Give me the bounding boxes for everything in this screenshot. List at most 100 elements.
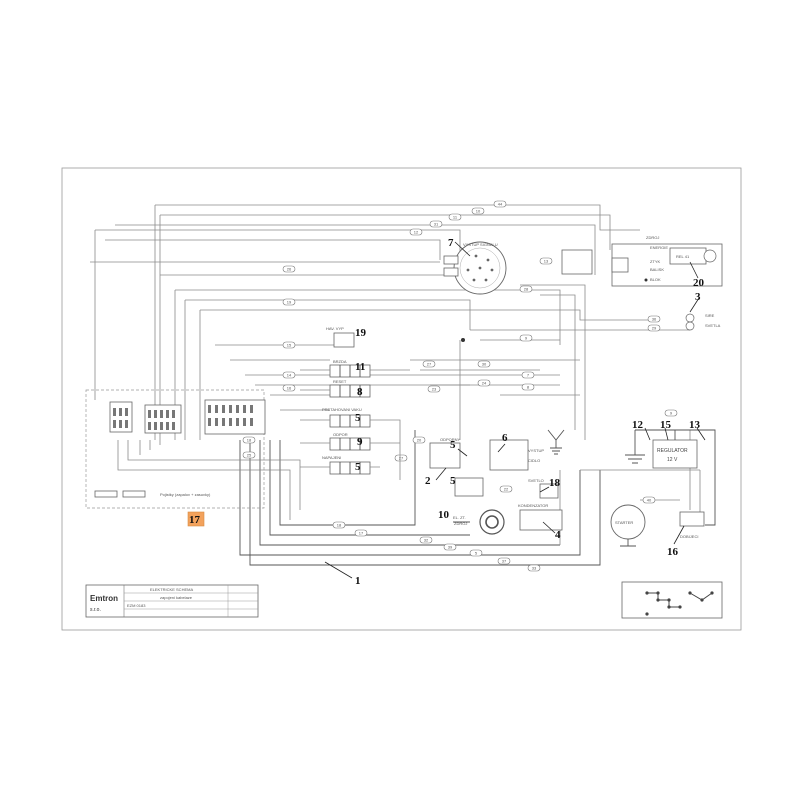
sheet-border bbox=[61, 167, 742, 631]
label-regulator: REGULATOR bbox=[657, 448, 688, 454]
svg-text:ENERGIE: ENERGIE bbox=[650, 245, 668, 250]
svg-text:22: 22 bbox=[504, 487, 509, 492]
label-napajeni: NAPAJENI bbox=[322, 455, 341, 460]
callout-5b: 5 bbox=[355, 461, 361, 473]
svg-text:37: 37 bbox=[502, 559, 507, 564]
svg-text:28: 28 bbox=[524, 287, 529, 292]
svg-text:27: 27 bbox=[427, 362, 432, 367]
label-odpor: ODPOR bbox=[333, 432, 348, 437]
svg-text:ZDROJ: ZDROJ bbox=[454, 521, 467, 526]
svg-text:SVETLA: SVETLA bbox=[705, 323, 721, 328]
svg-text:18: 18 bbox=[337, 523, 342, 528]
svg-text:31: 31 bbox=[434, 222, 439, 227]
drawing-subtitle: zapojeni kabelaze bbox=[160, 595, 193, 600]
svg-text:EL. ZT.: EL. ZT. bbox=[453, 515, 466, 520]
svg-text:14: 14 bbox=[287, 373, 292, 378]
label-brzda: BRZDA bbox=[333, 359, 347, 364]
svg-text:DOBIJECI: DOBIJECI bbox=[680, 534, 698, 539]
callout-10: 10 bbox=[438, 509, 450, 521]
label-reset: RESET bbox=[333, 379, 347, 384]
drawing-title: ELEKTRICKE SCHEMA bbox=[150, 587, 193, 592]
callout-11: 11 bbox=[355, 361, 365, 373]
title-block: Emtron s.r.o. ELEKTRICKE SCHEMA zapojeni… bbox=[85, 584, 259, 618]
callout-13: 13 bbox=[689, 419, 701, 431]
callout-17-highlight bbox=[187, 511, 205, 527]
callout-4: 4 bbox=[555, 529, 561, 541]
callout-3: 3 bbox=[695, 291, 701, 303]
top-relay-block: REL 41 ZDROJ ENERGIE ZTYK BALISK BLOK SI… bbox=[561, 235, 723, 331]
company-name: Emtron bbox=[90, 594, 118, 603]
svg-text:36: 36 bbox=[652, 317, 657, 322]
callout-9: 9 bbox=[357, 436, 363, 448]
svg-text:29: 29 bbox=[652, 326, 657, 331]
label-cidlo: CIDLO bbox=[528, 458, 540, 463]
callout-18: 18 bbox=[549, 477, 561, 489]
svg-text:9: 9 bbox=[670, 411, 673, 416]
svg-text:7: 7 bbox=[527, 373, 530, 378]
svg-text:BLOK: BLOK bbox=[650, 277, 661, 282]
switch-blocks: HAV. VYP BRZDA RESET PRETAHOVANI VAKU OD… bbox=[300, 326, 410, 480]
svg-text:ZDROJ: ZDROJ bbox=[646, 235, 659, 240]
callout-2: 2 bbox=[425, 475, 431, 487]
svg-text:ODPORNY: ODPORNY bbox=[440, 437, 461, 442]
switch-matrix bbox=[621, 581, 723, 619]
harness-wires-bottom bbox=[117, 430, 701, 566]
svg-text:23: 23 bbox=[432, 387, 437, 392]
svg-text:13: 13 bbox=[544, 259, 549, 264]
svg-text:20: 20 bbox=[417, 438, 422, 443]
svg-text:ZTYK: ZTYK bbox=[650, 259, 661, 264]
svg-text:5: 5 bbox=[475, 551, 478, 556]
fuse-box-label: Pojistky (zapalov + zasuvky) bbox=[160, 492, 211, 497]
svg-text:33: 33 bbox=[532, 566, 537, 571]
svg-text:26: 26 bbox=[287, 267, 292, 272]
svg-text:32: 32 bbox=[424, 538, 429, 543]
svg-text:8: 8 bbox=[527, 385, 530, 390]
svg-text:40: 40 bbox=[647, 498, 652, 503]
callout-5c: 5 bbox=[450, 439, 456, 451]
callout-6: 6 bbox=[502, 432, 508, 444]
svg-text:44: 44 bbox=[498, 202, 503, 207]
callouts: 1 2 3 4 5 5 5 5 6 7 8 9 10 11 12 13 15 1… bbox=[187, 237, 705, 587]
svg-text:10: 10 bbox=[476, 209, 481, 214]
callout-19: 19 bbox=[355, 327, 367, 339]
svg-text:11: 11 bbox=[453, 215, 458, 220]
callout-17: 17 bbox=[189, 514, 201, 526]
drawing-number: EZM 0183 bbox=[127, 603, 146, 608]
svg-text:HAV. VYP: HAV. VYP bbox=[326, 326, 344, 331]
svg-text:17: 17 bbox=[359, 531, 364, 536]
connector-round: VYSTUP SIGNALU bbox=[443, 241, 507, 295]
callout-16: 16 bbox=[667, 546, 679, 558]
svg-text:PRETAHOVANI VAKU: PRETAHOVANI VAKU bbox=[322, 407, 362, 412]
label-regulator-voltage: 12 V bbox=[667, 457, 678, 463]
svg-text:VYSTUP: VYSTUP bbox=[528, 448, 544, 453]
fuse-blocks: Pojistky (zapalov + zasuvky) bbox=[85, 389, 266, 509]
relay-blocks: ODPORNY VYSTUP CIDLO SVETLO KONDENZATOR … bbox=[429, 338, 565, 535]
regulator-starter: REGULATOR 12 V STARTER DOBIJECI bbox=[610, 429, 716, 547]
svg-text:15: 15 bbox=[287, 343, 292, 348]
callout-15: 15 bbox=[660, 419, 672, 431]
callout-7: 7 bbox=[448, 237, 454, 249]
callout-12: 12 bbox=[632, 419, 644, 431]
callout-5a: 5 bbox=[355, 412, 361, 424]
company-suffix: s.r.o. bbox=[90, 607, 101, 613]
label-rele: REL 41 bbox=[676, 254, 690, 259]
svg-text:39: 39 bbox=[448, 545, 453, 550]
svg-text:30: 30 bbox=[482, 362, 487, 367]
svg-text:18: 18 bbox=[247, 438, 252, 443]
svg-text:VYSTUP SIGNALU: VYSTUP SIGNALU bbox=[463, 242, 498, 247]
wire-tags: 44 10 11 31 12 26 19 15 14 16 28 9 30 27… bbox=[242, 200, 678, 572]
svg-text:19: 19 bbox=[287, 300, 292, 305]
svg-text:SVETLO: SVETLO bbox=[528, 478, 544, 483]
callout-5d: 5 bbox=[450, 475, 456, 487]
svg-text:12: 12 bbox=[414, 230, 419, 235]
svg-text:25: 25 bbox=[247, 453, 252, 458]
callout-leaders bbox=[324, 241, 706, 579]
svg-text:SIRE: SIRE bbox=[705, 313, 715, 318]
svg-text:9: 9 bbox=[525, 336, 528, 341]
svg-text:24: 24 bbox=[482, 381, 487, 386]
svg-text:BALISK: BALISK bbox=[650, 267, 664, 272]
svg-text:16: 16 bbox=[287, 386, 292, 391]
svg-text:27: 27 bbox=[399, 456, 404, 461]
callout-1: 1 bbox=[355, 575, 361, 587]
